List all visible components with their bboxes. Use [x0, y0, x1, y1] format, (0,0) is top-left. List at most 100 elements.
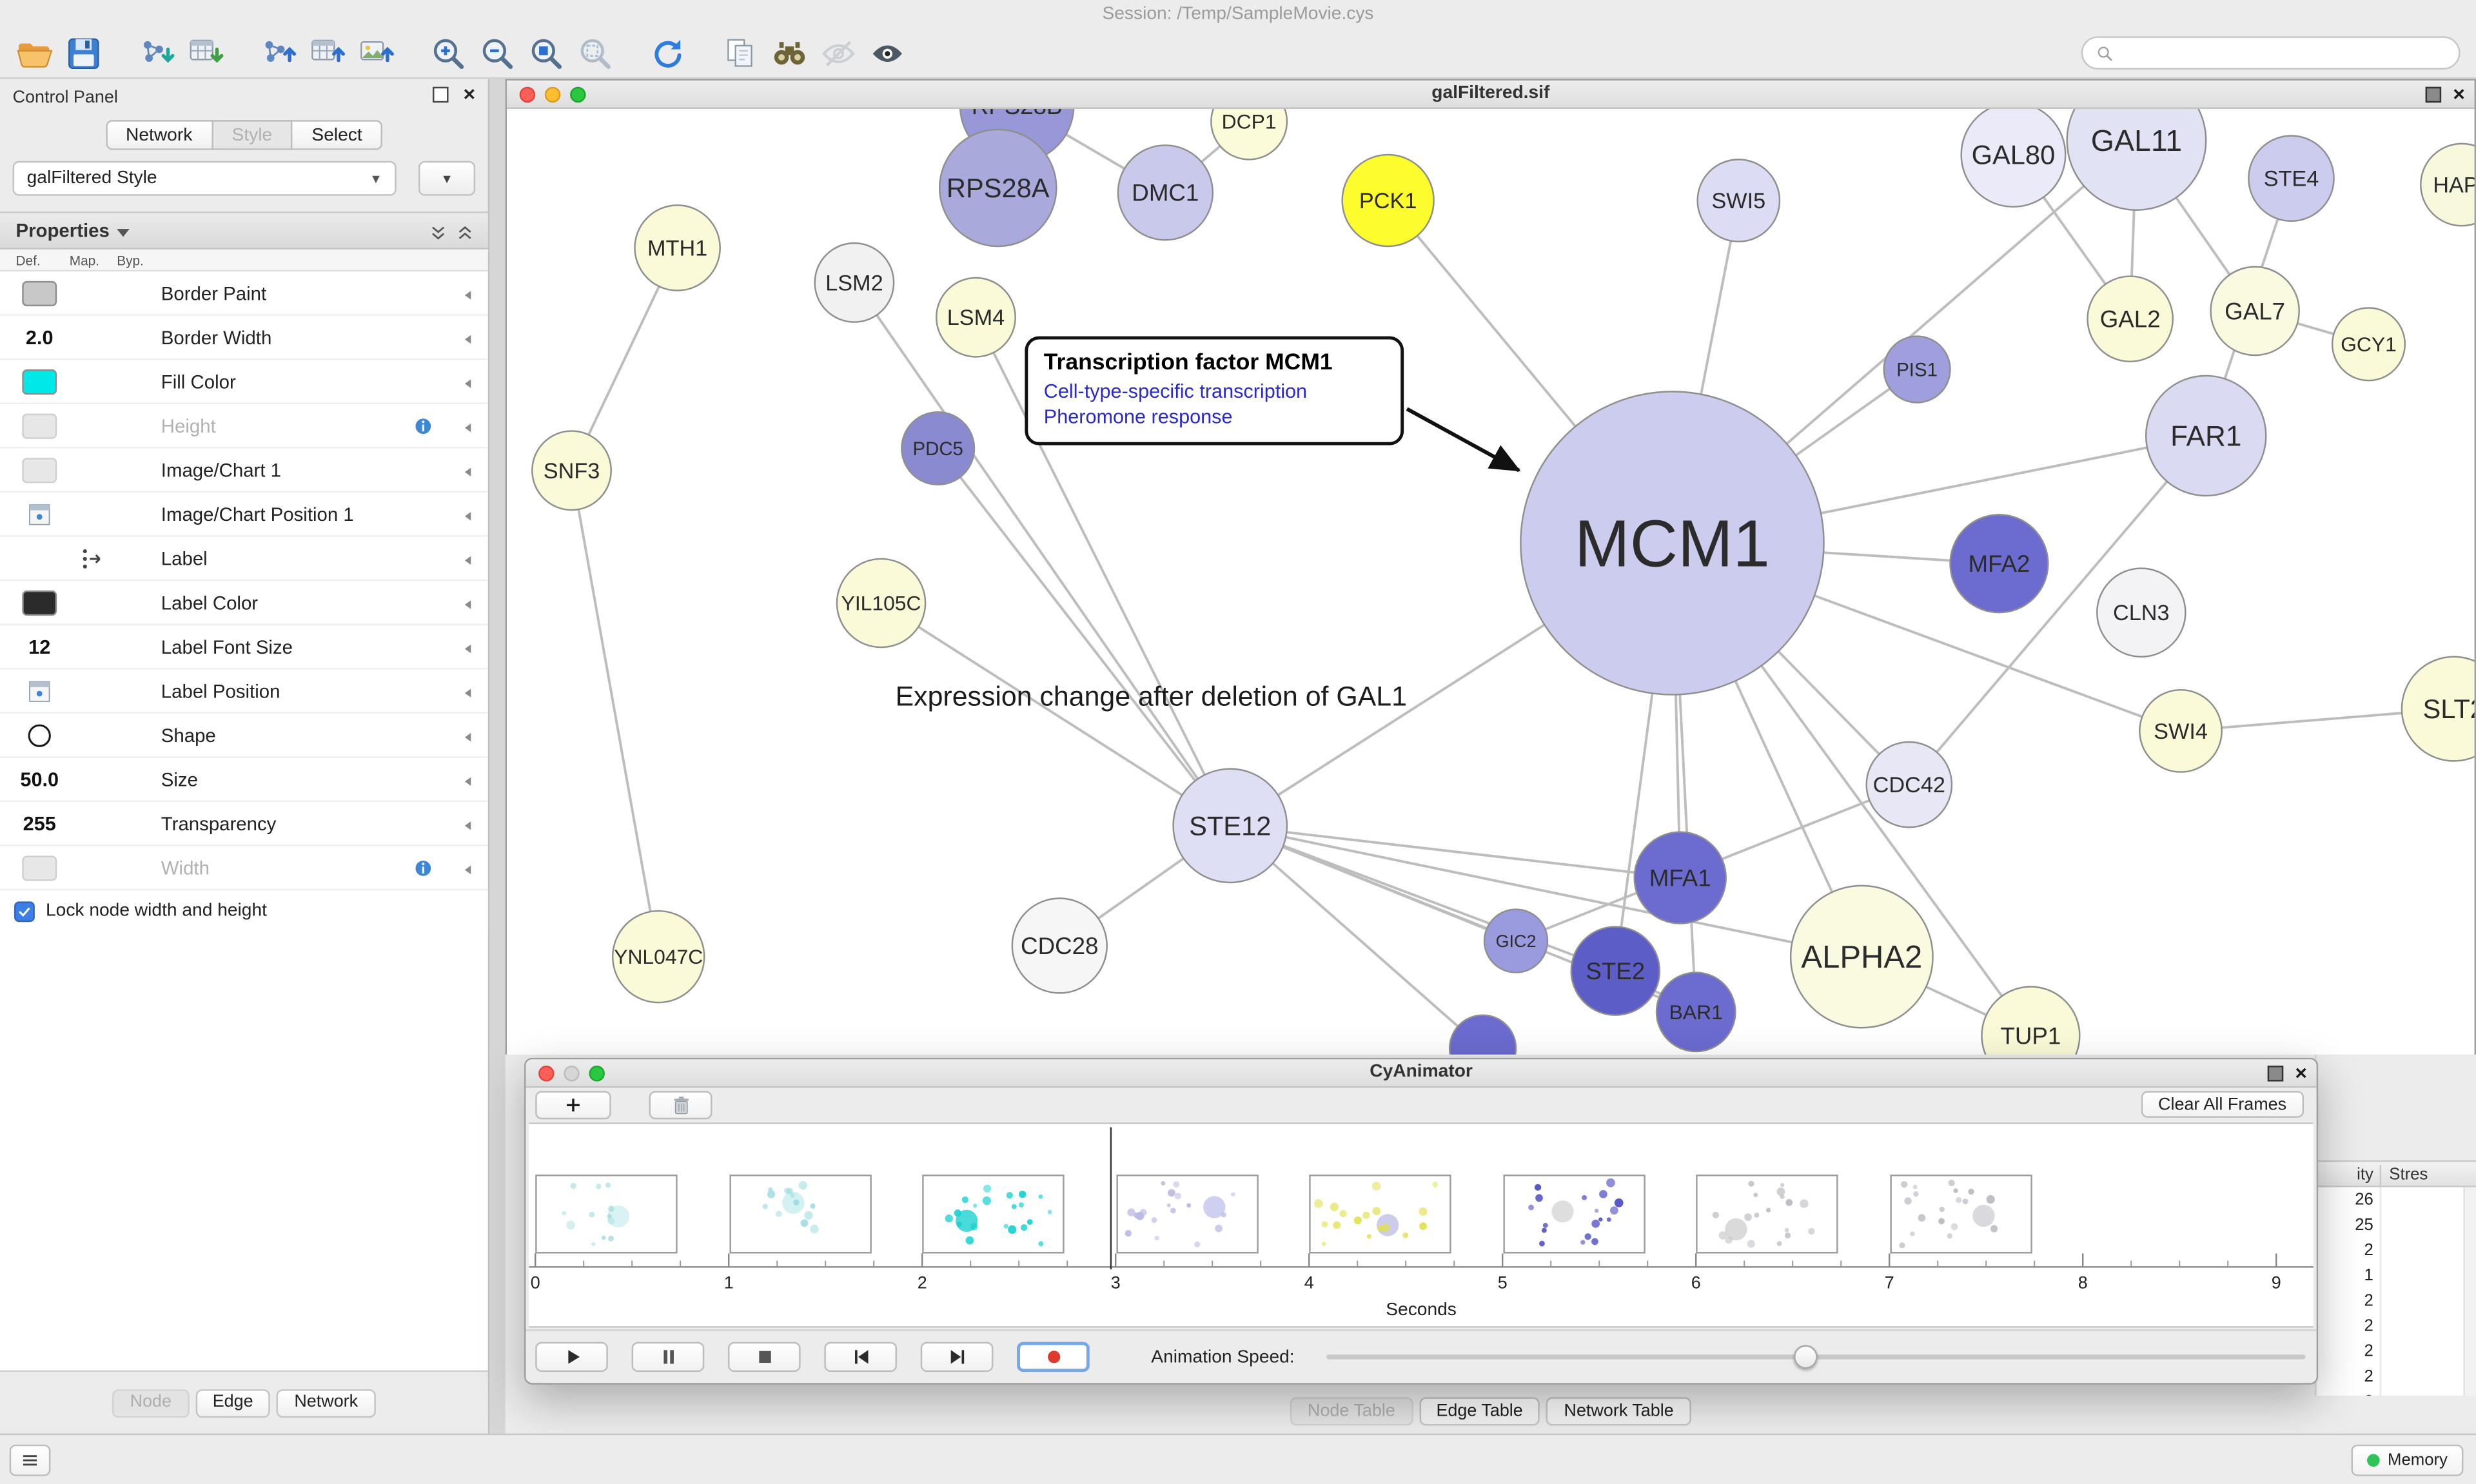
expand-property-icon[interactable] — [460, 417, 477, 445]
table-row[interactable]: 2 — [2317, 1238, 2476, 1263]
graph-edge-LSM2-STE12[interactable] — [853, 282, 1232, 826]
graph-node-CDC42[interactable]: CDC42 — [1865, 741, 1953, 828]
lock-size-checkbox[interactable] — [14, 901, 35, 921]
property-row-border-paint[interactable]: Border Paint — [0, 271, 488, 316]
table-row[interactable]: 1 — [2317, 1263, 2476, 1288]
graph-node-YIL105C[interactable]: YIL105C — [836, 558, 927, 649]
graph-node-BAR1[interactable]: BAR1 — [1655, 971, 1736, 1053]
color-swatch[interactable] — [22, 369, 57, 395]
expand-property-icon[interactable] — [460, 549, 477, 578]
graph-node-HAP1[interactable]: HAP1 — [2420, 142, 2475, 227]
graph-node-PDC5[interactable]: PDC5 — [901, 411, 976, 486]
expand-property-icon[interactable] — [460, 505, 477, 534]
expand-property-icon[interactable] — [460, 328, 477, 356]
graph-node-STE12[interactable]: STE12 — [1172, 768, 1288, 884]
minimize-window-button[interactable] — [564, 1066, 580, 1082]
tab-style[interactable]: Style — [213, 120, 293, 150]
import-network-button[interactable] — [131, 31, 180, 75]
graph-node-DCP1[interactable]: DCP1 — [1210, 108, 1288, 161]
export-image-button[interactable] — [351, 31, 400, 75]
dock-window-icon[interactable] — [2426, 86, 2442, 102]
graph-node-GCY1[interactable]: GCY1 — [2331, 307, 2406, 382]
frame-thumbnail-4[interactable] — [1309, 1175, 1451, 1254]
graph-node-MTH1[interactable]: MTH1 — [634, 204, 721, 291]
property-row-label-position[interactable]: Label Position — [0, 669, 488, 714]
tab-select[interactable]: Select — [293, 120, 383, 150]
table-row[interactable]: 2 — [2317, 1364, 2476, 1389]
annotation-link-1[interactable]: Cell-type-specific transcription — [1043, 380, 1308, 403]
table-row[interactable]: 26 — [2317, 1187, 2476, 1213]
table-row[interactable]: 25 — [2317, 1213, 2476, 1238]
table-row[interactable]: 2 — [2317, 1288, 2476, 1313]
tab-network[interactable]: Network — [277, 1388, 376, 1417]
frame-thumbnail-1[interactable] — [729, 1175, 871, 1254]
frame-thumbnail-3[interactable] — [1115, 1175, 1258, 1254]
export-table-button[interactable] — [302, 31, 351, 75]
minimize-window-button[interactable] — [544, 86, 561, 103]
expand-property-icon[interactable] — [460, 461, 477, 489]
show-panel-button[interactable] — [862, 31, 911, 75]
frame-thumbnail-7[interactable] — [1889, 1175, 2032, 1254]
graph-node-NODE_X[interactable] — [1448, 1014, 1517, 1055]
copy-button[interactable] — [715, 31, 764, 75]
graph-edge-STE12-MFA1[interactable] — [1230, 824, 1680, 879]
graph-node-LSM4[interactable]: LSM4 — [936, 277, 1016, 358]
table-row[interactable]: 2 — [2317, 1389, 2476, 1396]
tab-edge[interactable]: Edge — [195, 1388, 271, 1417]
annotation-box[interactable]: Transcription factor MCM1 Cell-type-spec… — [1025, 336, 1404, 445]
property-row-label-color[interactable]: Label Color — [0, 581, 488, 625]
property-row-height[interactable]: Height — [0, 404, 488, 449]
property-row-fill-color[interactable]: Fill Color — [0, 360, 488, 404]
zoom-fit-button[interactable] — [521, 31, 570, 75]
save-session-button[interactable] — [59, 31, 108, 75]
apply-layout-button[interactable] — [643, 31, 692, 75]
properties-header[interactable]: Properties — [0, 211, 488, 249]
graph-edge-YIL105C-STE12[interactable] — [880, 601, 1231, 827]
graph-node-CLN3[interactable]: CLN3 — [2096, 567, 2186, 658]
graph-node-MCM1[interactable]: MCM1 — [1520, 391, 1825, 696]
expand-property-icon[interactable] — [460, 859, 477, 887]
play-button[interactable] — [535, 1342, 608, 1372]
slider-handle[interactable] — [1793, 1345, 1818, 1369]
dock-window-icon[interactable] — [2268, 1064, 2284, 1081]
graph-node-GIC2[interactable]: GIC2 — [1483, 908, 1549, 973]
zoom-in-button[interactable] — [423, 31, 472, 75]
property-row-image-chart-1[interactable]: Image/Chart 1 — [0, 449, 488, 493]
style-selector[interactable]: galFiltered Style ▼ — [12, 161, 397, 196]
graph-node-FAR1[interactable]: FAR1 — [2145, 375, 2267, 497]
graph-node-MFA1[interactable]: MFA1 — [1633, 831, 1727, 924]
tab-edge-table[interactable]: Edge Table — [1419, 1397, 1540, 1426]
table-row[interactable]: 2 — [2317, 1339, 2476, 1364]
float-panel-icon[interactable] — [433, 86, 449, 103]
graph-node-MFA2[interactable]: MFA2 — [1949, 514, 2049, 614]
expand-property-icon[interactable] — [460, 727, 477, 755]
animation-speed-slider[interactable] — [1326, 1342, 2306, 1372]
expand-property-icon[interactable] — [460, 284, 477, 313]
frame-thumbnail-2[interactable] — [922, 1175, 1065, 1254]
graph-edge-FAR1-CDC42[interactable] — [1908, 434, 2207, 786]
tab-node[interactable]: Node — [112, 1388, 189, 1417]
graph-node-GAL80[interactable]: GAL80 — [1960, 108, 2067, 208]
zoom-window-button[interactable] — [570, 86, 586, 103]
property-row-label[interactable]: Label — [0, 537, 488, 581]
hide-panel-button[interactable] — [813, 31, 862, 75]
record-button[interactable] — [1017, 1342, 1090, 1372]
close-window-button[interactable] — [538, 1066, 555, 1082]
tab-network[interactable]: Network — [105, 120, 213, 150]
graph-edge-STE12-ALPHA2[interactable] — [1230, 824, 1862, 959]
close-icon[interactable]: × — [2453, 82, 2465, 106]
close-panel-icon[interactable]: × — [463, 82, 476, 106]
clear-all-frames-button[interactable]: Clear All Frames — [2141, 1091, 2304, 1118]
tab-network-table[interactable]: Network Table — [1546, 1397, 1691, 1426]
graph-node-RPS28A[interactable]: RPS28A — [938, 128, 1057, 248]
graph-node-ALPHA2[interactable]: ALPHA2 — [1789, 884, 1934, 1029]
graph-node-TUP1[interactable]: TUP1 — [1981, 986, 2081, 1055]
zoom-window-button[interactable] — [589, 1066, 605, 1082]
expand-property-icon[interactable] — [460, 594, 477, 622]
close-window-button[interactable] — [519, 86, 536, 103]
zoom-out-button[interactable] — [472, 31, 521, 75]
collapse-all-icon[interactable] — [428, 219, 449, 255]
search-input[interactable] — [2122, 43, 2446, 63]
expand-property-icon[interactable] — [460, 770, 477, 799]
